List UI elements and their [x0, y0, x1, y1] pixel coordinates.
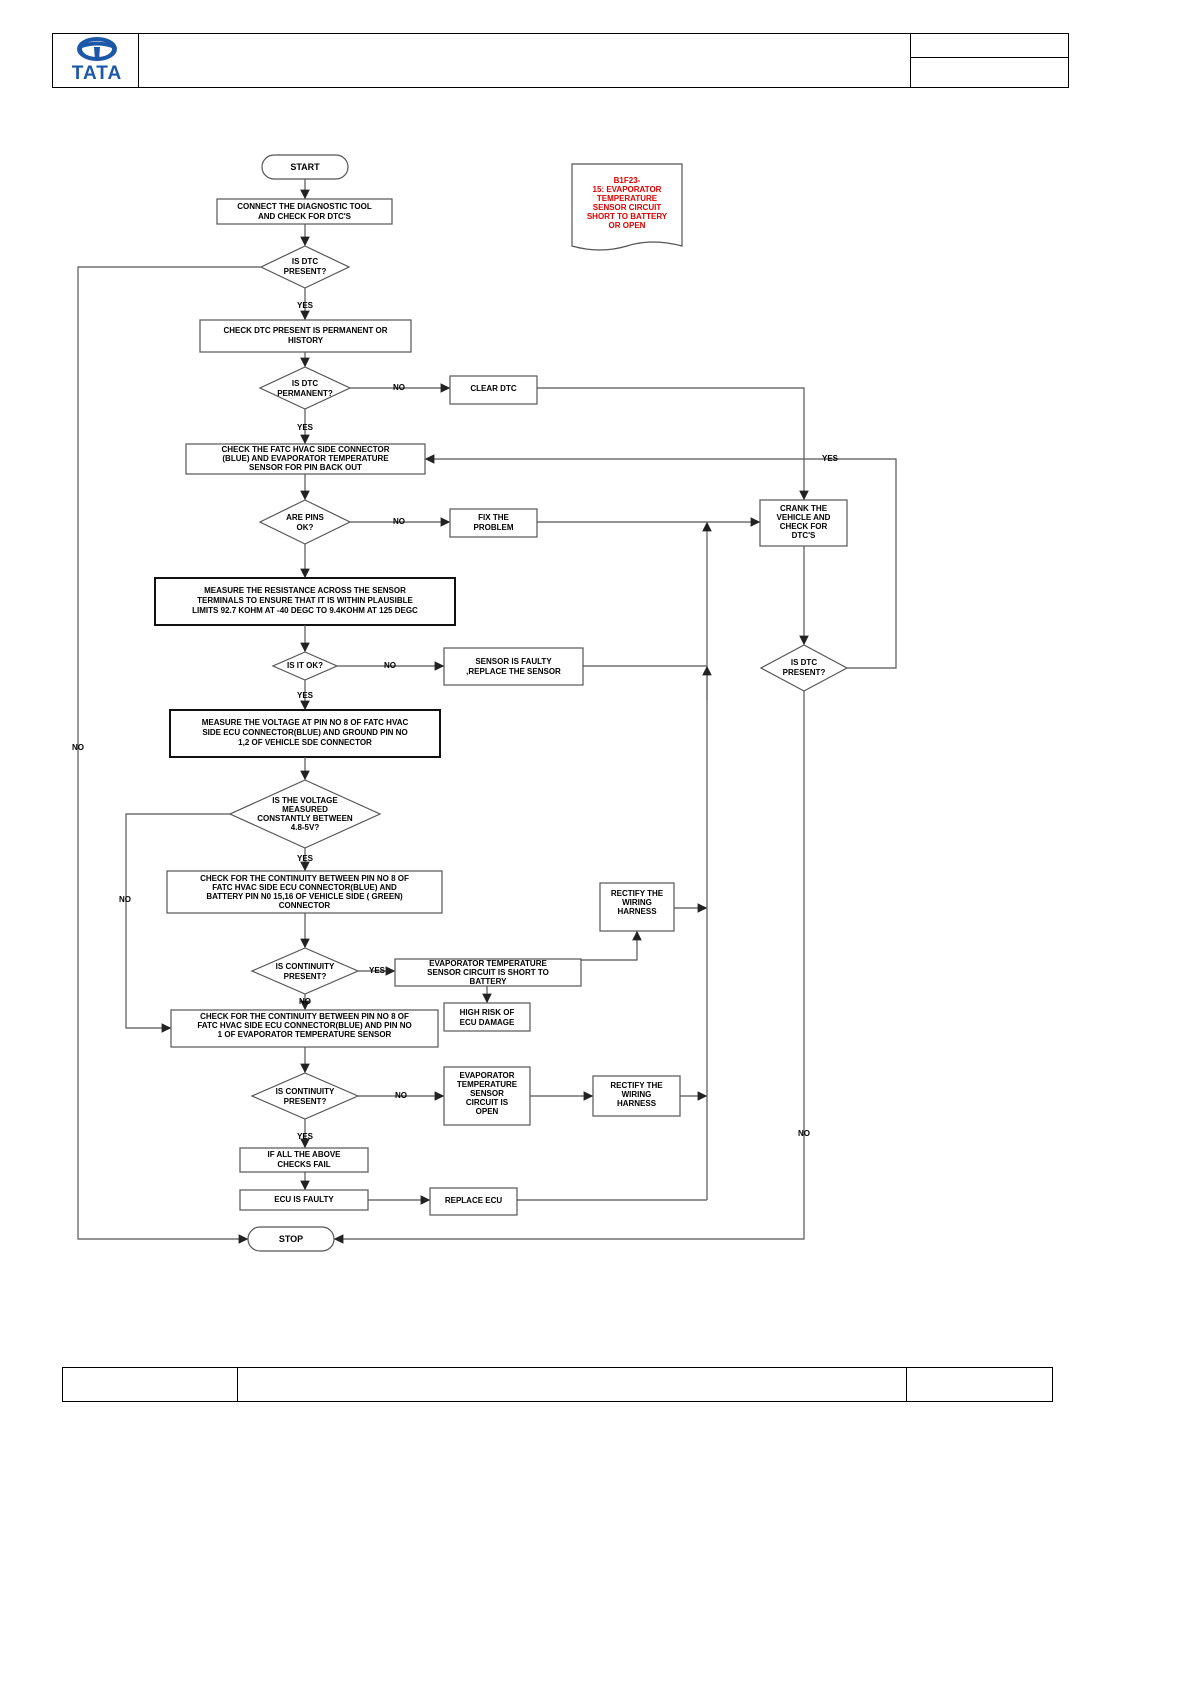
edge-label-no-dtc: NO	[72, 743, 84, 752]
edge-label-no-pins: NO	[393, 517, 405, 526]
check-permanent-label: CHECK DTC PRESENT IS PERMANENT OR HISTOR…	[223, 326, 388, 345]
edge-label-yes-ok: YES	[296, 691, 313, 700]
edge-label-yes-voltage: YES	[296, 854, 313, 863]
header-right-divider	[910, 57, 1069, 58]
check-permanent-box	[199, 319, 412, 353]
rectify-1-box	[599, 882, 675, 932]
pins-ok-label: ARE PINS OK?	[286, 513, 324, 532]
edge-label-no-dtc-2: NO	[798, 1129, 810, 1138]
rectify-1-label: RECTIFY THE WIRING HARNESS	[610, 889, 664, 916]
tata-emblem-icon	[77, 37, 117, 61]
voltage-check-label: IS THE VOLTAGE MEASURED CONSTANTLY BETWE…	[257, 796, 353, 832]
short-to-battery-label: EVAPORATOR TEMPERATURE SENSOR CIRCUIT IS…	[427, 959, 549, 986]
connect-tool-box	[216, 198, 393, 225]
fix-problem-label: FIX THE PROBLEM	[473, 513, 514, 532]
edge-label-no-voltage: NO	[119, 895, 131, 904]
check-connector-label: CHECK THE FATC HVAC SIDE CONNECTOR (BLUE…	[221, 445, 390, 472]
edge-dtc2-yes-recheck	[424, 454, 897, 669]
fix-problem-box	[449, 508, 538, 538]
all-fail-box	[239, 1147, 369, 1173]
continuity-1-label: IS CONTINUITY PRESENT?	[275, 962, 335, 981]
check-connector-box	[185, 443, 426, 475]
note-label: B1F23- 15: EVAPORATOR TEMPERATURE SENSOR…	[586, 176, 668, 230]
edge-clear-crank	[537, 387, 809, 501]
replace-ecu-label: REPLACE ECU	[444, 1196, 503, 1205]
edge-voltage-no	[125, 813, 230, 1033]
check-continuity-battery-label: CHECK FOR THE CONTINUITY BETWEEN PIN NO …	[200, 874, 409, 910]
all-fail-label: IF ALL THE ABOVE CHECKS FAIL	[267, 1150, 341, 1169]
edge-label-yes-continuity-2: YES	[296, 1132, 313, 1141]
high-risk-label: HIGH RISK OF ECU DAMAGE	[459, 1008, 515, 1027]
is-it-ok-label: IS IT OK?	[287, 661, 323, 670]
dtc-present-label: IS DTC PRESENT?	[283, 257, 327, 276]
edge-label-no-continuity-2: NO	[395, 1091, 407, 1100]
stop-label: STOP	[278, 1234, 304, 1244]
rectify-2-box	[592, 1075, 681, 1117]
ecu-faulty-label: ECU IS FAULTY	[274, 1195, 334, 1204]
footer-left-cell	[62, 1367, 238, 1402]
edge-label-yes-continuity-1: YES	[368, 966, 385, 975]
edge-dtc2-no-stop	[333, 691, 805, 1244]
clear-dtc-label: CLEAR DTC	[470, 384, 517, 393]
sensor-faulty-label: SENSOR IS FAULTY ,REPLACE THE SENSOR	[466, 657, 561, 676]
measure-resistance-label: MEASURE THE RESISTANCE ACROSS THE SENSOR…	[192, 586, 418, 615]
edge-label-no-ok: NO	[384, 661, 396, 670]
replace-ecu-box	[429, 1187, 518, 1216]
rectify-2-label: RECTIFY THE WIRING HARNESS	[610, 1081, 663, 1108]
circuit-open-label: EVAPORATOR TEMPERATURE SENSOR CIRCUIT IS…	[456, 1071, 518, 1116]
header-logo-cell	[52, 33, 139, 88]
sensor-faulty-box	[443, 647, 584, 686]
edge-dtc-no-stop	[77, 266, 261, 1244]
connect-tool-label: CONNECT THE DIAGNOSTIC TOOL AND CHECK FO…	[237, 202, 372, 221]
circuit-open-box	[443, 1066, 531, 1126]
header-right-cell	[910, 33, 1069, 88]
check-continuity-sensor-label: CHECK FOR THE CONTINUITY BETWEEN PIN NO …	[197, 1012, 412, 1039]
edge-label-yes-dtc: YES	[296, 301, 313, 310]
check-continuity-battery-box	[166, 870, 443, 914]
edge-short-rectify	[581, 930, 642, 961]
crank-box	[759, 499, 848, 547]
crank-label: CRANK THE VEHICLE AND CHECK FOR DTC'S	[776, 504, 831, 540]
logo-wordmark: TATA	[71, 63, 123, 84]
tata-logo: TATA	[66, 36, 128, 86]
footer-right-cell	[906, 1367, 1053, 1402]
short-to-battery-box	[394, 958, 582, 987]
edge-label-yes-permanent: YES	[296, 423, 313, 432]
start-label: START	[290, 162, 320, 172]
edge-label-no-continuity-1: NO	[299, 997, 311, 1006]
continuity-2-label: IS CONTINUITY PRESENT?	[275, 1087, 335, 1106]
dtc-present-2-label: IS DTC PRESENT?	[782, 658, 826, 677]
dtc-permanent-label: IS DTC PERMANENT?	[277, 379, 333, 398]
measure-voltage-label: MEASURE THE VOLTAGE AT PIN NO 8 OF FATC …	[201, 718, 409, 747]
note-document	[571, 163, 683, 251]
measure-voltage-box	[169, 709, 441, 758]
edge-label-yes-recheck: YES	[821, 454, 838, 463]
edge-label-no-permanent: NO	[393, 383, 405, 392]
